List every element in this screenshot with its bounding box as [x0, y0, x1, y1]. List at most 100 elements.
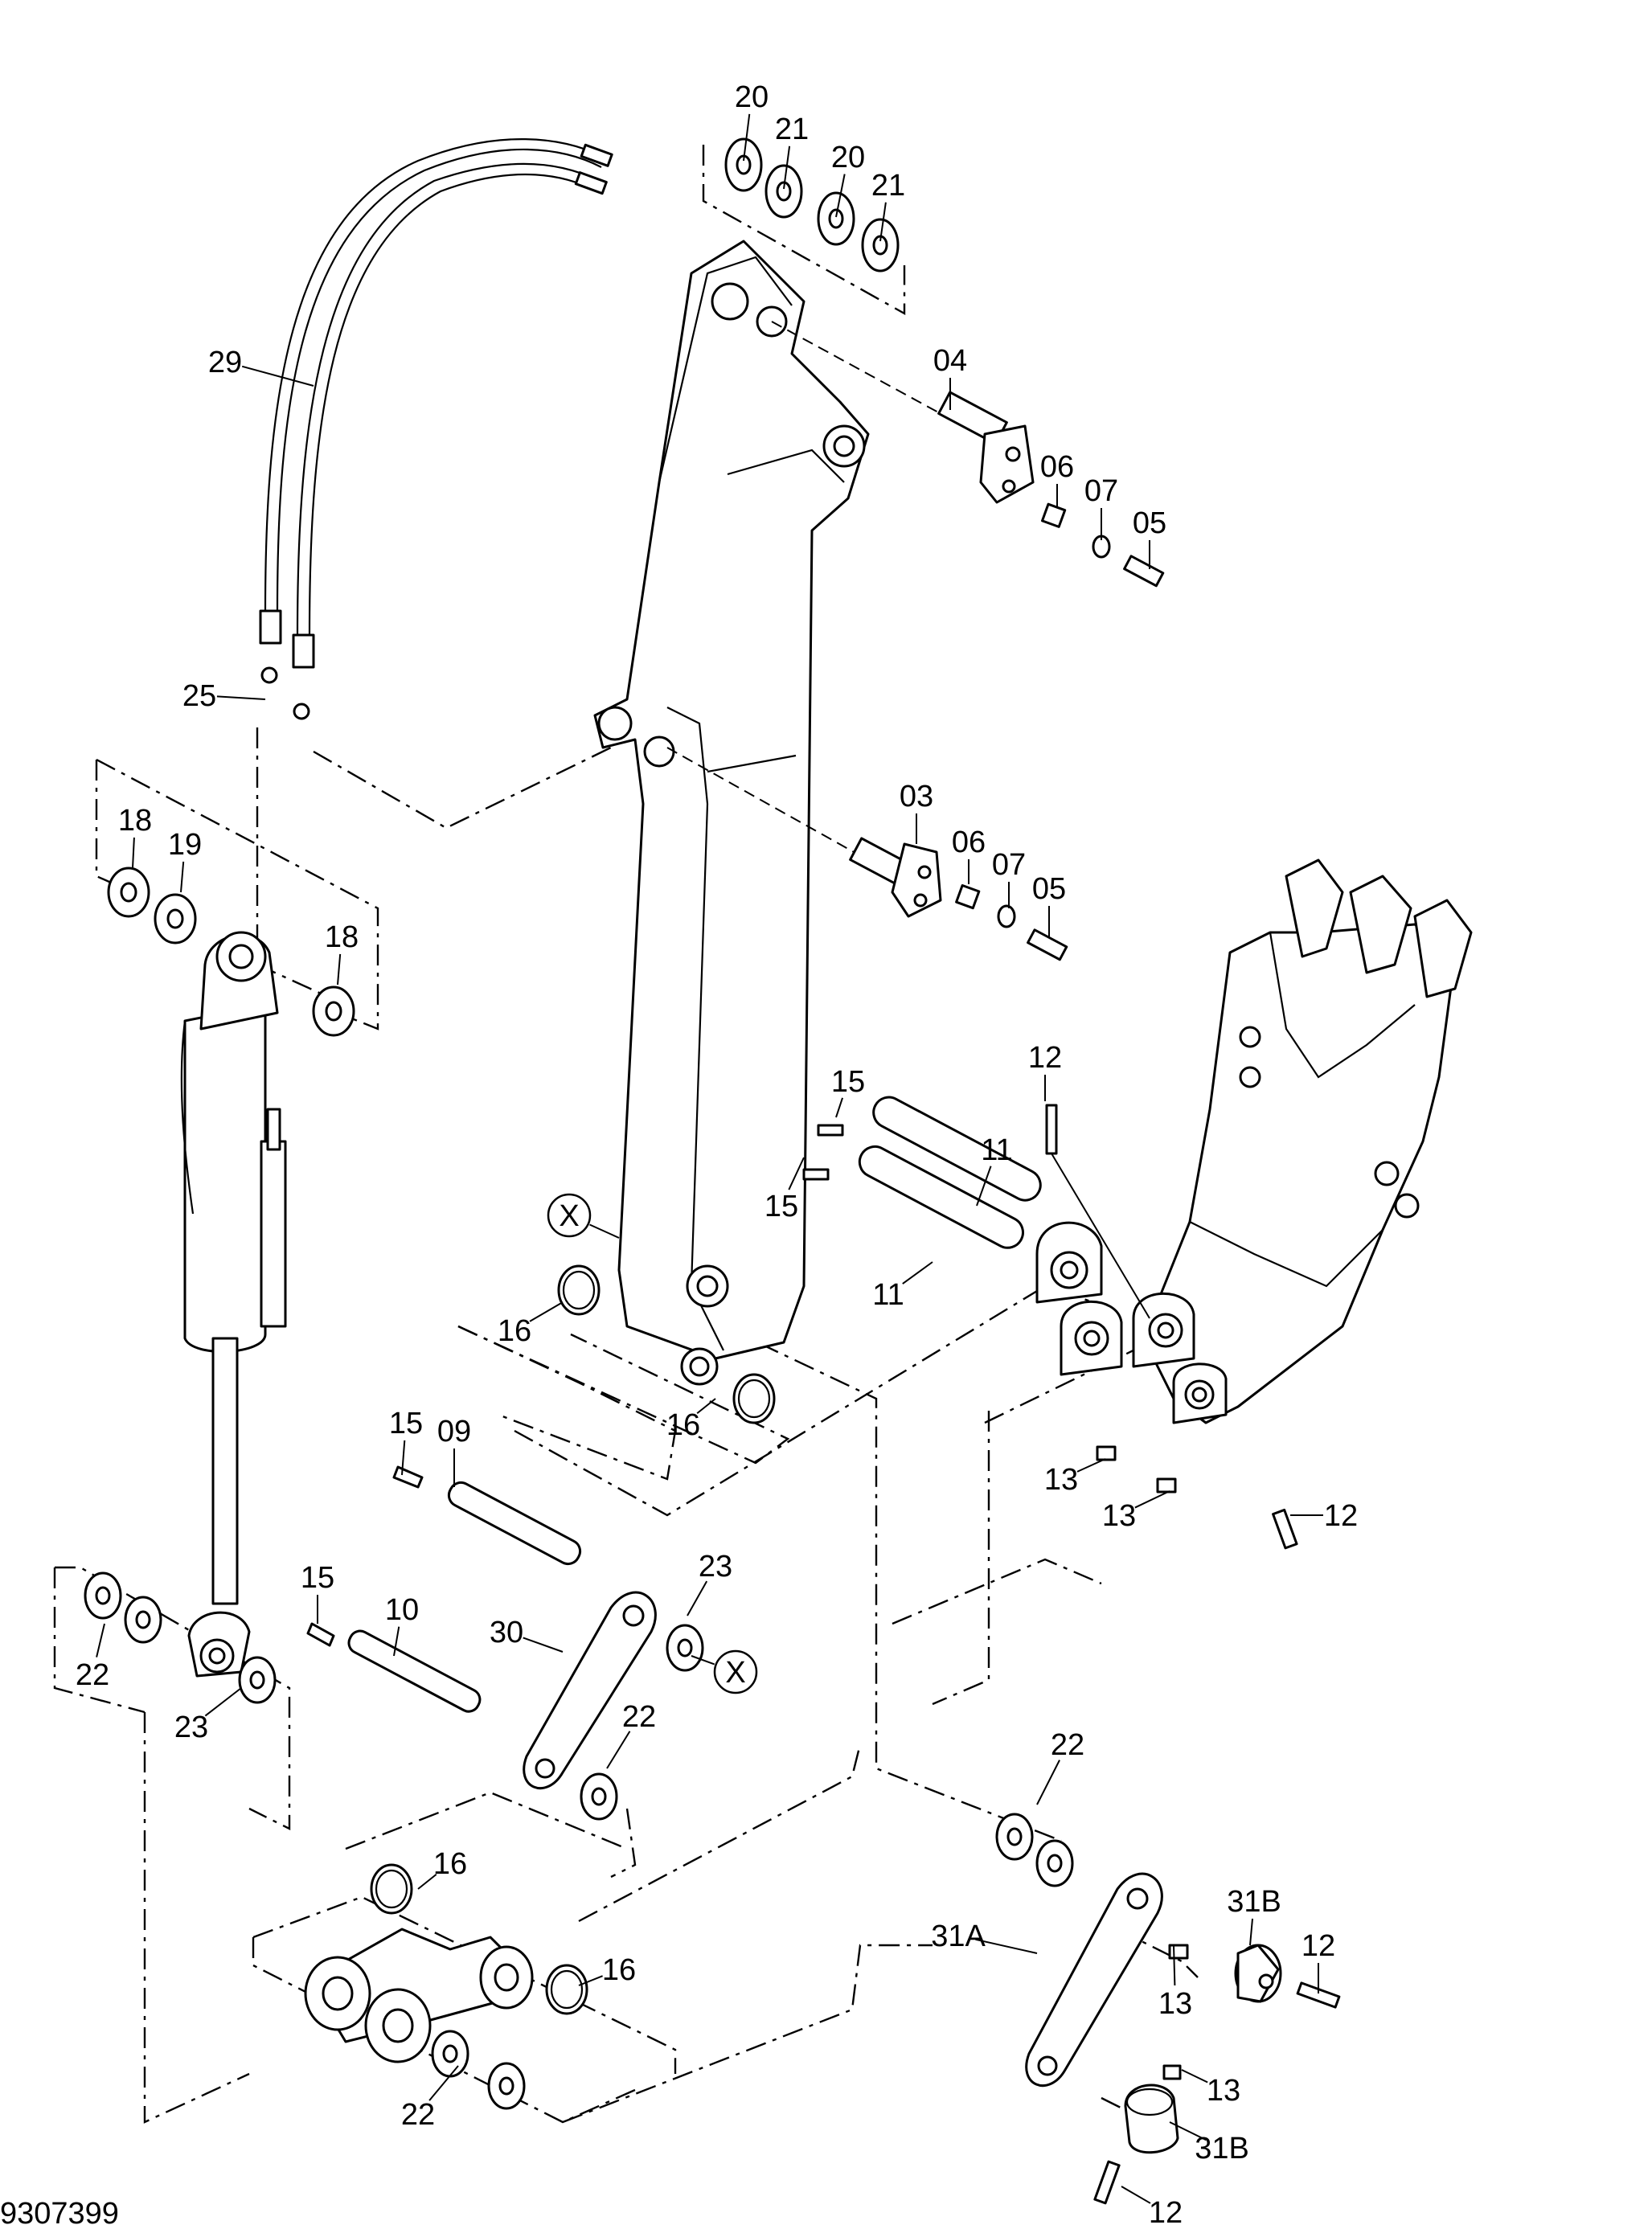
callout-05: 05	[1133, 506, 1166, 569]
leader-line	[606, 1731, 631, 1769]
callout-15: 15	[301, 1561, 334, 1624]
callout-10: 10	[385, 1593, 419, 1657]
callout-11: 11	[872, 1261, 933, 1312]
callout-label: 10	[385, 1593, 419, 1627]
leader-line	[783, 145, 791, 190]
callout-label: 12	[1028, 1041, 1062, 1075]
bucket-cylinder	[180, 931, 287, 1678]
callout-label: 07	[992, 848, 1026, 882]
callout-X: X	[547, 1193, 620, 1239]
callout-label: 18	[325, 920, 359, 954]
callout-label: 16	[433, 1847, 467, 1881]
callout-16: 16	[666, 1398, 716, 1442]
link-31A-assembly	[995, 1813, 1341, 2205]
leader-line	[879, 202, 887, 242]
callout-label: 06	[1040, 450, 1074, 484]
bucket-pins	[802, 1096, 1298, 1550]
leader-line	[1076, 1458, 1106, 1473]
leader-line	[976, 1166, 992, 1207]
callout-16: 16	[498, 1301, 564, 1348]
leader-line	[1169, 2121, 1207, 2141]
leader-line	[96, 1623, 105, 1657]
callout-15: 15	[765, 1157, 805, 1223]
callout-13: 13	[1102, 1490, 1170, 1533]
leader-line	[1121, 2186, 1151, 2204]
callout-18: 18	[325, 920, 359, 985]
callout-22: 22	[606, 1700, 656, 1769]
leader-line	[788, 1157, 805, 1190]
leader-line	[687, 1580, 708, 1616]
leader-line	[529, 1301, 564, 1322]
leader-line	[216, 695, 266, 700]
callout-22: 22	[76, 1623, 109, 1692]
callout-09: 09	[437, 1415, 471, 1487]
callout-05: 05	[1032, 872, 1066, 936]
callout-label: X	[559, 1199, 579, 1233]
callout-label: 06	[952, 826, 986, 859]
callout-label: 15	[765, 1190, 798, 1223]
callout-22: 22	[401, 2065, 459, 2132]
callout-label: 11	[981, 1133, 1012, 1167]
callout-label: 16	[666, 1408, 700, 1442]
callout-label: 11	[872, 1278, 904, 1312]
callout-20: 20	[831, 141, 865, 218]
callout-label: 13	[1102, 1499, 1136, 1533]
washers-22-23-left	[84, 1571, 277, 1704]
callout-label: 31B	[1227, 1885, 1281, 1919]
callout-06: 06	[1040, 450, 1074, 506]
callout-label: 31B	[1195, 2132, 1249, 2165]
callout-15: 15	[389, 1407, 423, 1476]
leader-line	[204, 1687, 242, 1717]
callout-label: 29	[208, 346, 242, 379]
callout-label: 15	[831, 1065, 865, 1099]
callout-X: X	[691, 1649, 758, 1694]
leader-line	[691, 1655, 715, 1666]
leader-line	[337, 953, 342, 985]
pin-09	[392, 1465, 582, 1566]
callout-label: 12	[1324, 1499, 1358, 1533]
washers-20-21	[724, 137, 900, 272]
leader-line	[589, 1223, 620, 1239]
callout-12: 12	[1121, 2186, 1183, 2229]
callout-12: 12	[1290, 1499, 1358, 1533]
callout-label: 07	[1084, 474, 1118, 508]
callout-label: 16	[498, 1314, 531, 1348]
callout-label: 31A	[931, 1920, 986, 1953]
callout-label: 21	[775, 113, 809, 146]
leader-line	[401, 1440, 406, 1476]
callout-07: 07	[1084, 474, 1118, 540]
callout-31B: 31B	[1169, 2121, 1249, 2165]
washers-18-19	[107, 867, 355, 1037]
callout-29: 29	[208, 346, 314, 387]
link-assembly-bottom	[304, 1863, 588, 2110]
leader-line	[902, 1261, 933, 1285]
leader-line	[241, 365, 314, 387]
callout-label: 12	[1149, 2196, 1183, 2229]
drawing-number: 9307399	[0, 2197, 119, 2229]
callout-23: 23	[687, 1550, 732, 1616]
callout-label: 22	[622, 1700, 656, 1734]
callout-label: 22	[1051, 1728, 1084, 1762]
callout-13: 13	[1181, 2069, 1240, 2108]
callout-label: 23	[174, 1711, 208, 1744]
callout-23: 23	[174, 1687, 242, 1744]
callout-label: 18	[118, 804, 152, 838]
callout-03: 03	[900, 780, 933, 844]
callout-label: 03	[900, 780, 933, 813]
callout-25: 25	[182, 679, 266, 713]
callout-18: 18	[118, 804, 152, 869]
callout-16: 16	[417, 1847, 467, 1890]
callout-label: X	[725, 1656, 745, 1690]
callout-30: 30	[490, 1616, 564, 1653]
callout-label: 25	[182, 679, 216, 713]
leader-line	[523, 1637, 564, 1653]
callout-label: 09	[437, 1415, 471, 1448]
leader-line	[696, 1398, 716, 1415]
callout-13: 13	[1044, 1458, 1106, 1497]
callout-label: 05	[1133, 506, 1166, 540]
leader-line	[743, 113, 751, 162]
leader-line	[393, 1626, 400, 1657]
leader-line	[975, 1938, 1038, 1954]
leader-line	[1249, 1918, 1254, 1946]
